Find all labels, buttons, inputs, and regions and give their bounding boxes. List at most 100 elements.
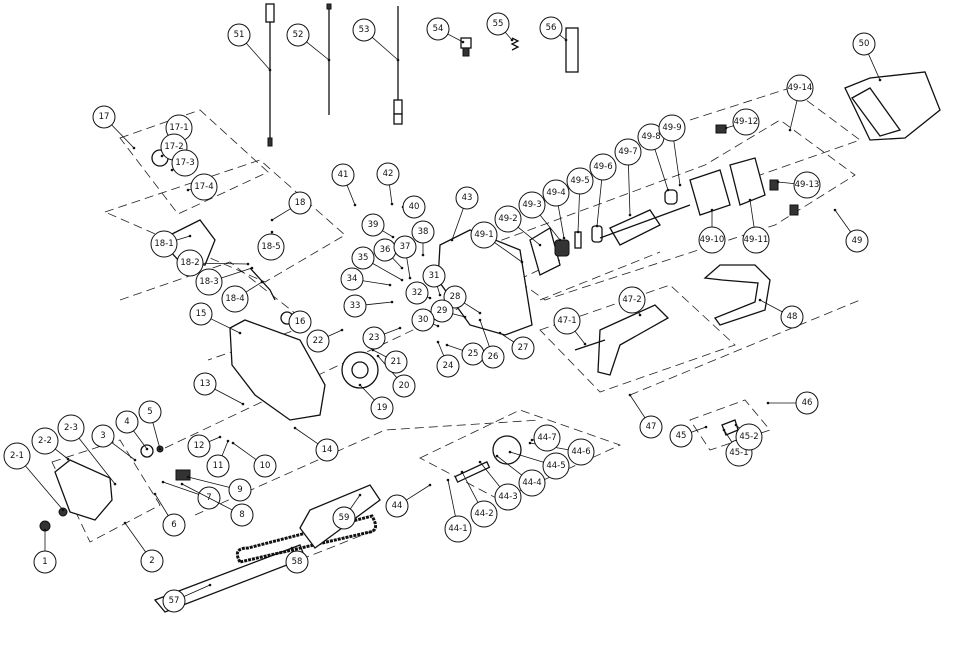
callout-number: 9: [237, 485, 242, 495]
leader-line: [152, 422, 161, 450]
leader-line: [577, 193, 580, 233]
leader-dot: [391, 235, 395, 239]
callout-number: 4: [124, 417, 129, 427]
leader-line: [406, 484, 431, 501]
leader-dot: [396, 58, 400, 62]
callout-number: 49-1: [474, 230, 493, 240]
leader-dot: [231, 441, 235, 445]
leader-dot: [132, 146, 136, 150]
callout-number: 5: [147, 407, 152, 417]
leader-dot: [583, 342, 587, 346]
callout-bubble: [742, 226, 770, 254]
callout-number: 47: [646, 422, 657, 432]
callout-bubble: [639, 415, 663, 439]
callout-33: 33: [343, 294, 394, 318]
callout-number: 18-1: [154, 239, 173, 249]
callout-18-5: 18-5: [257, 230, 285, 261]
callout-bubble: [426, 17, 450, 41]
callout-number: 43: [462, 193, 473, 203]
trigger-handle-47: [597, 304, 670, 376]
callout-bubble: [306, 329, 330, 353]
callout-number: 49-2: [498, 214, 517, 224]
callout-number: 17-3: [175, 158, 194, 168]
callout-49-10: 49-10: [698, 208, 726, 254]
callout-49-9: 49-9: [658, 114, 686, 187]
leader-dot: [226, 439, 230, 443]
callout-number: 19: [377, 403, 388, 413]
callout-bubble: [315, 438, 339, 462]
leader-dot: [678, 183, 682, 187]
leader-dot: [428, 296, 432, 300]
leader-line: [365, 301, 393, 306]
callout-number: 47-2: [622, 295, 641, 305]
leader-dot: [340, 328, 344, 332]
leader-line: [382, 230, 394, 238]
leader-dot: [758, 298, 762, 302]
leader-dot: [722, 428, 726, 432]
callout-bubble: [470, 500, 498, 528]
callout-bubble: [206, 454, 230, 478]
callout-number: 32: [412, 288, 423, 298]
leader-dot: [170, 168, 174, 172]
leader-line: [349, 494, 361, 510]
saw-chain-58: [235, 514, 377, 564]
callout-54: 54: [426, 17, 465, 44]
leader-dot: [400, 278, 404, 282]
callout-bubble: [332, 506, 356, 530]
leader-dot: [268, 68, 272, 72]
callout-bubble: [795, 391, 819, 415]
callout-6: 6: [153, 492, 186, 537]
leader-line: [509, 451, 544, 463]
callout-number: 31: [429, 271, 440, 281]
callout-bubble: [430, 299, 454, 323]
leader-line: [868, 53, 881, 81]
leader-dot: [478, 311, 482, 315]
leader-dot: [145, 447, 149, 451]
callout-bubble: [518, 469, 546, 497]
callout-number: 23: [369, 333, 380, 343]
leader-line: [327, 329, 343, 337]
leader-dot: [290, 546, 294, 550]
callout-bubble: [589, 153, 617, 181]
callout-bubble: [340, 267, 364, 291]
callout-8: 8: [180, 482, 254, 527]
leader-dot: [463, 315, 467, 319]
callout-bubble: [91, 424, 115, 448]
callout-56: 56: [539, 16, 568, 42]
callout-bubble: [542, 179, 570, 207]
callout-1: 1: [33, 528, 57, 574]
callout-number: 25: [468, 349, 479, 359]
callout-49-11: 49-11: [742, 198, 770, 254]
callout-number: 44-3: [498, 492, 517, 502]
callout-number: 49-13: [795, 180, 820, 190]
plug-54: [460, 37, 472, 57]
callout-number: 37: [400, 242, 411, 252]
leader-line: [789, 100, 798, 131]
callout-bubble: [331, 163, 355, 187]
callout-number: 35: [358, 253, 369, 263]
callout-number: 28: [450, 292, 461, 302]
leader-dot: [160, 154, 164, 158]
callout-bubble: [405, 281, 429, 305]
callout-bubble: [793, 171, 821, 199]
callout-44-1: 44-1: [444, 478, 472, 543]
callout-bubble: [190, 173, 218, 201]
callout-bubble: [362, 326, 386, 350]
callout-number: 41: [338, 170, 349, 180]
leader-line: [202, 262, 249, 265]
callout-49-13: 49-13: [776, 171, 821, 199]
leader-line: [504, 32, 513, 41]
callout-number: 33: [350, 301, 361, 311]
callout-number: 51: [234, 30, 245, 40]
leader-dot: [776, 180, 780, 184]
callout-number: 17: [99, 112, 110, 122]
callout-bubble: [732, 108, 760, 136]
callout-number: 24: [443, 361, 454, 371]
callout-bubble: [539, 16, 563, 40]
leader-line: [517, 226, 541, 246]
leader-dot: [250, 266, 254, 270]
callout-bubble: [352, 18, 376, 42]
leader-line: [221, 440, 229, 456]
callout-number: 1: [42, 557, 47, 567]
